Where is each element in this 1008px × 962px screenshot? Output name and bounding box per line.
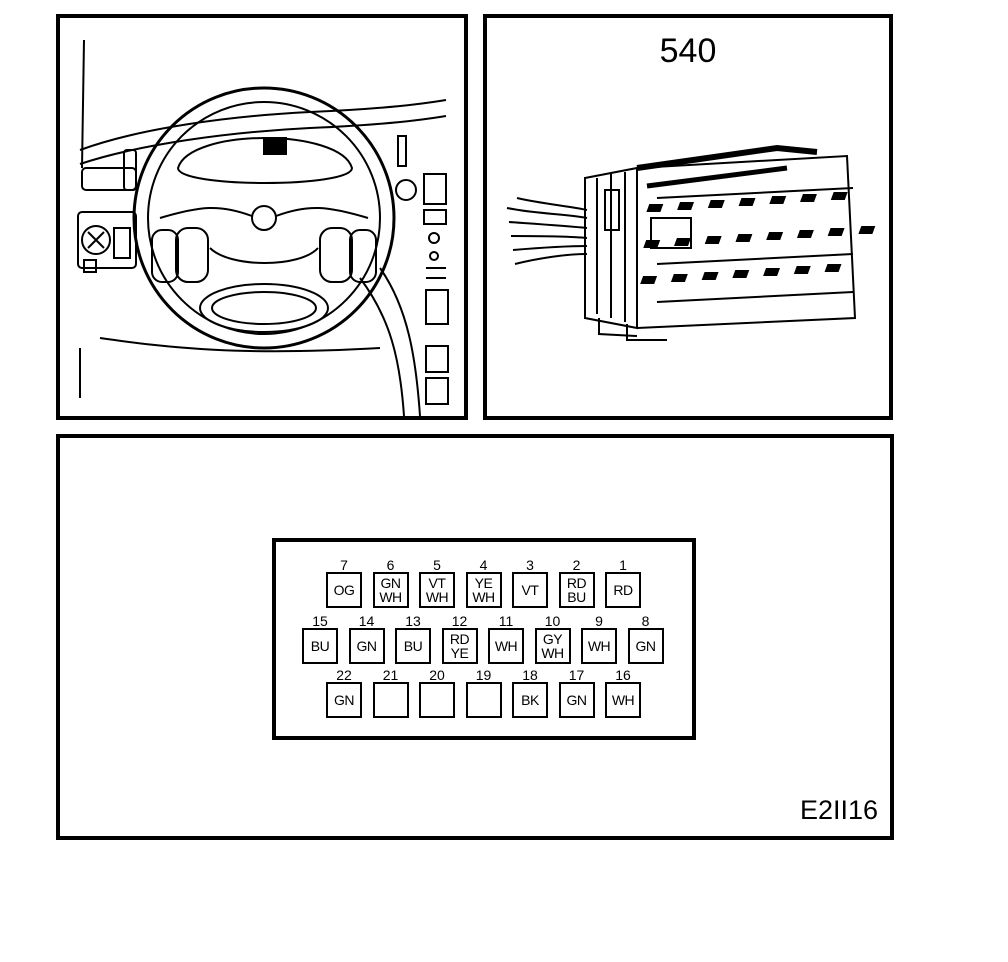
wire-color: VT: [521, 582, 539, 598]
pin-cell: [372, 682, 409, 718]
pin-number: 5: [433, 557, 441, 573]
pin-number: 19: [475, 667, 492, 683]
wire-color: BK: [521, 692, 539, 708]
wire-color: WH: [541, 645, 564, 661]
wire-color: RD: [449, 631, 470, 647]
pin-cell: GN: [558, 682, 595, 718]
diagram-code: E2II16: [799, 795, 878, 825]
pin-cell: WH: [581, 628, 617, 664]
pin-20: 20: [419, 668, 455, 718]
pin-number: 14: [358, 613, 375, 629]
connector-photo-panel: 540: [483, 14, 893, 420]
pin-number: 16: [615, 667, 631, 683]
wire-color: GN: [356, 638, 378, 654]
pin-cell: WH: [488, 628, 524, 664]
connector-label: 540: [659, 32, 717, 70]
pin-number: 4: [479, 557, 488, 573]
pin-number: 13: [405, 613, 421, 629]
wire-color: GY: [542, 631, 563, 647]
pin-number: 2: [572, 557, 581, 573]
pin-number: 6: [386, 557, 395, 573]
pin-number: 12: [451, 613, 468, 629]
pin-number: 9: [595, 613, 603, 629]
wire-color: WH: [494, 638, 518, 654]
pin-number: 22: [336, 667, 352, 683]
wire-color: WH: [425, 589, 449, 605]
pin-cell: BU: [302, 628, 338, 664]
wire-color: BU: [403, 638, 423, 654]
wire-color: WH: [611, 692, 635, 708]
pin-cell: GN: [348, 628, 385, 664]
pin-cell: OG: [326, 572, 362, 608]
pin-cell: [419, 682, 455, 718]
wire-color: WH: [379, 589, 402, 605]
pin-number: 10: [544, 613, 561, 629]
pin-cell: GN: [627, 628, 664, 664]
pin-cell: BU: [395, 628, 431, 664]
wire-color: GN: [566, 692, 588, 708]
pin-number: 1: [619, 557, 627, 573]
wire-color: WH: [472, 589, 495, 605]
pin-number: 3: [526, 557, 534, 573]
pin-cell: BK: [512, 682, 548, 718]
wire-color: RD: [613, 582, 633, 598]
pin-number: 8: [641, 613, 650, 629]
wire-color: OG: [333, 582, 355, 598]
dashboard-location-panel: [56, 14, 468, 420]
pin-cell: [465, 682, 502, 718]
pin-cell: RD: [605, 572, 641, 608]
wire-color: GN: [635, 638, 657, 654]
connector-illustration: [506, 144, 876, 341]
pin-number: 15: [312, 613, 328, 629]
dashboard-illustration: [77, 39, 449, 416]
wire-color: WH: [587, 638, 611, 654]
wire-color: BU: [310, 638, 330, 654]
pin-cell: WH: [605, 682, 641, 718]
wire-color: BU: [567, 589, 586, 605]
pin-cell: VT: [512, 572, 548, 608]
pin-number: 21: [382, 667, 399, 683]
pin-19: 19: [465, 667, 502, 718]
pin-number: 7: [340, 557, 348, 573]
pin-number: 20: [429, 667, 445, 683]
pin-number: 17: [568, 667, 585, 683]
wire-color: RD: [566, 575, 587, 591]
pin-21: 21: [372, 667, 409, 718]
wire-color: YE: [450, 645, 469, 661]
wire-color: GN: [334, 692, 355, 708]
pin-cell: GN: [326, 682, 362, 718]
wire-color: GN: [380, 575, 402, 591]
pin-number: 18: [522, 667, 538, 683]
pin-number: 11: [498, 613, 514, 629]
wire-color: VT: [428, 575, 446, 591]
wire-color: YE: [474, 575, 493, 591]
